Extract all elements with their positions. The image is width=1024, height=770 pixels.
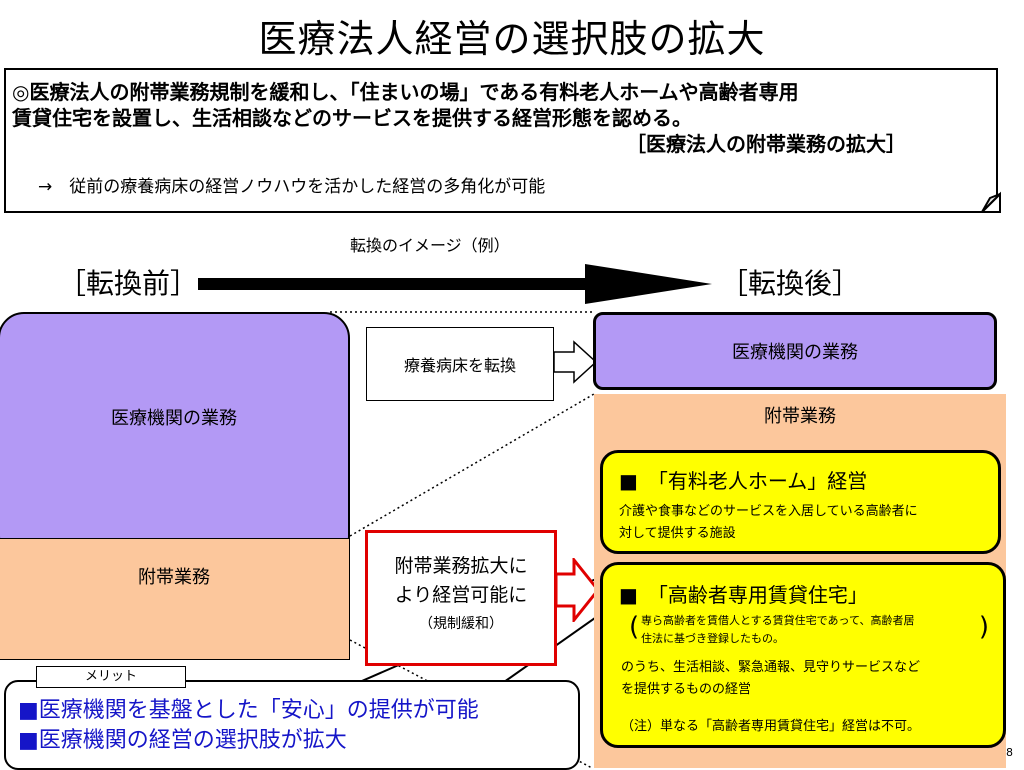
before-ancillary-label: 附帯業務 (138, 567, 210, 588)
nursing-home-card: ■ 「有料老人ホーム」経営 介護や食事などのサービスを入居している高齢者に 対し… (600, 450, 1001, 554)
senior-housing-card: ■ 「高齢者専用賃貸住宅」 ( 専ら高齢者を賃借人とする賃貸住宅であって、高齢者… (600, 562, 1006, 748)
nursing-home-desc-1: 介護や食事などのサービスを入居している高齢者に (619, 504, 918, 519)
summary-line-2: 賃貸住宅を設置し、生活相談などのサービスを提供する経営形態を認める。 (12, 106, 692, 130)
merit-line-1: ■医療機関を基盤とした「安心」の提供が可能 (18, 698, 479, 723)
convert-label: 療養病床を転換 (403, 356, 516, 375)
merit-tab: メリット (36, 666, 186, 688)
nursing-home-desc-2: 対して提供する施設 (619, 526, 736, 541)
red-arrow-icon (554, 558, 600, 622)
open-bracket-icon: ( (629, 612, 640, 642)
senior-housing-note: （注）単なる「高齢者専用賃貸住宅」経営は不可。 (621, 719, 921, 734)
summary-line-1: ◎医療法人の附帯業務規制を緩和し、「住まいの場」である有料老人ホームや高齢者専用 (12, 80, 799, 104)
senior-housing-definition: ( 専ら高齢者を賃借人とする賃貸住宅であって、高齢者居 住法に基づき登録したもの… (629, 612, 989, 646)
expansion-line-3: （規制緩和） (419, 616, 503, 632)
folded-corner-icon (979, 191, 1001, 213)
senior-housing-desc-2: を提供するものの経営 (621, 682, 752, 697)
expansion-line-2: より経営可能に (394, 584, 528, 606)
summary-line-3: → 従前の療養病床の経営ノウハウを活かした経営の多角化が可能 (38, 177, 546, 197)
after-medical-block: 医療機関の業務 (593, 312, 997, 390)
summary-box (4, 68, 998, 213)
after-medical-label: 医療機関の業務 (732, 342, 858, 363)
nursing-home-title: ■ 「有料老人ホーム」経営 (619, 469, 868, 493)
page-title: 医療法人経営の選択肢の拡大 (258, 17, 766, 61)
hollow-arrow-icon (553, 340, 598, 384)
senior-housing-def-2: 住法に基づき登録したもの。 (641, 632, 784, 645)
merit-box (4, 680, 580, 770)
conversion-caption: 転換のイメージ（例） (350, 236, 510, 255)
senior-housing-desc-1: のうち、生活相談、緊急通報、見守りサービスなど (621, 660, 921, 675)
page-number: 8 (1006, 746, 1013, 759)
transition-arrow-icon (198, 264, 712, 304)
before-medical-block: 医療機関の業務 (0, 312, 350, 562)
before-label: ［転換前］ (58, 267, 199, 300)
convert-box: 療養病床を転換 (366, 327, 554, 401)
after-ancillary-label: 附帯業務 (764, 406, 836, 427)
before-ancillary-block: 附帯業務 (0, 538, 350, 660)
senior-housing-title: ■ 「高齢者専用賃貸住宅」 (619, 583, 868, 607)
expansion-box: 附帯業務拡大に より経営可能に （規制緩和） (365, 530, 557, 666)
close-bracket-icon: ) (978, 612, 989, 642)
senior-housing-def-1: 専ら高齢者を賃借人とする賃貸住宅であって、高齢者居 (641, 614, 915, 627)
after-label: ［転換後］ (720, 267, 861, 300)
merit-line-2: ■医療機関の経営の選択肢が拡大 (18, 728, 347, 753)
before-medical-label: 医療機関の業務 (111, 408, 237, 429)
summary-subtitle: ［医療法人の附帯業務の拡大］ (626, 132, 906, 156)
expansion-line-1: 附帯業務拡大に (394, 555, 528, 577)
